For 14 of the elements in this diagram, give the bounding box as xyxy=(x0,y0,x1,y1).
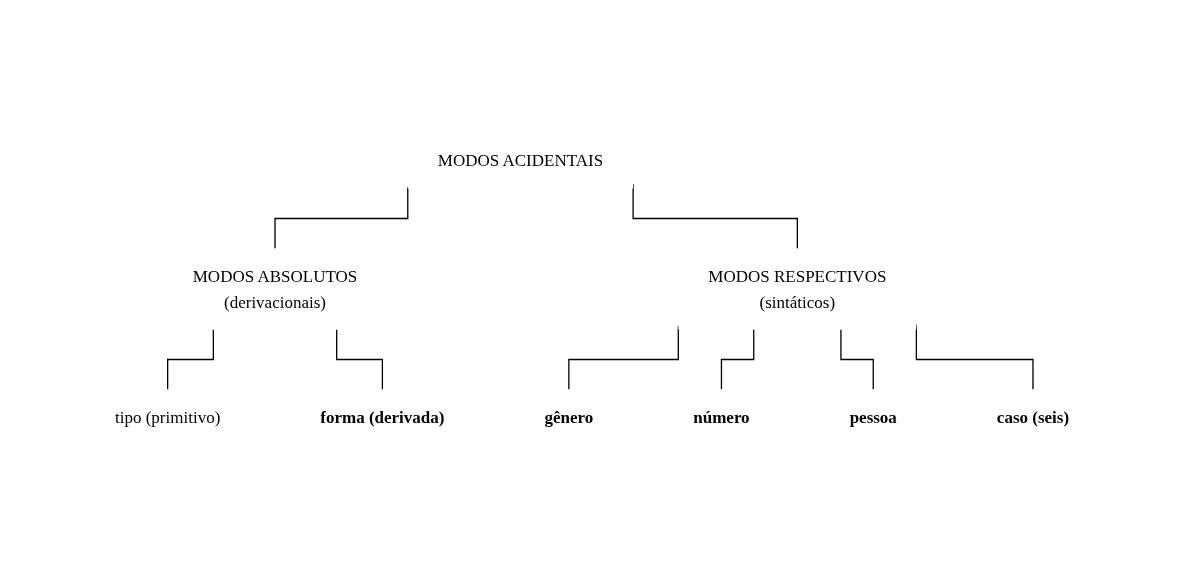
connector xyxy=(721,328,755,391)
node-text: forma (derivada) xyxy=(320,407,445,427)
node-text: pessoa xyxy=(850,407,898,427)
connector xyxy=(336,328,384,391)
connector xyxy=(274,186,409,250)
node-text: MODOS ACIDENTAIS xyxy=(438,151,604,170)
node-text: tipo (primitivo) xyxy=(115,407,221,427)
connector xyxy=(167,328,215,391)
node-text: MODOS RESPECTIVOS (sintáticos) xyxy=(708,266,887,311)
node-text: caso (seis) xyxy=(997,407,1070,427)
node-text: gênero xyxy=(544,407,594,427)
node-text: MODOS ABSOLUTOS (derivacionais) xyxy=(193,266,358,311)
node-text: número xyxy=(693,407,751,427)
connector xyxy=(840,328,875,391)
